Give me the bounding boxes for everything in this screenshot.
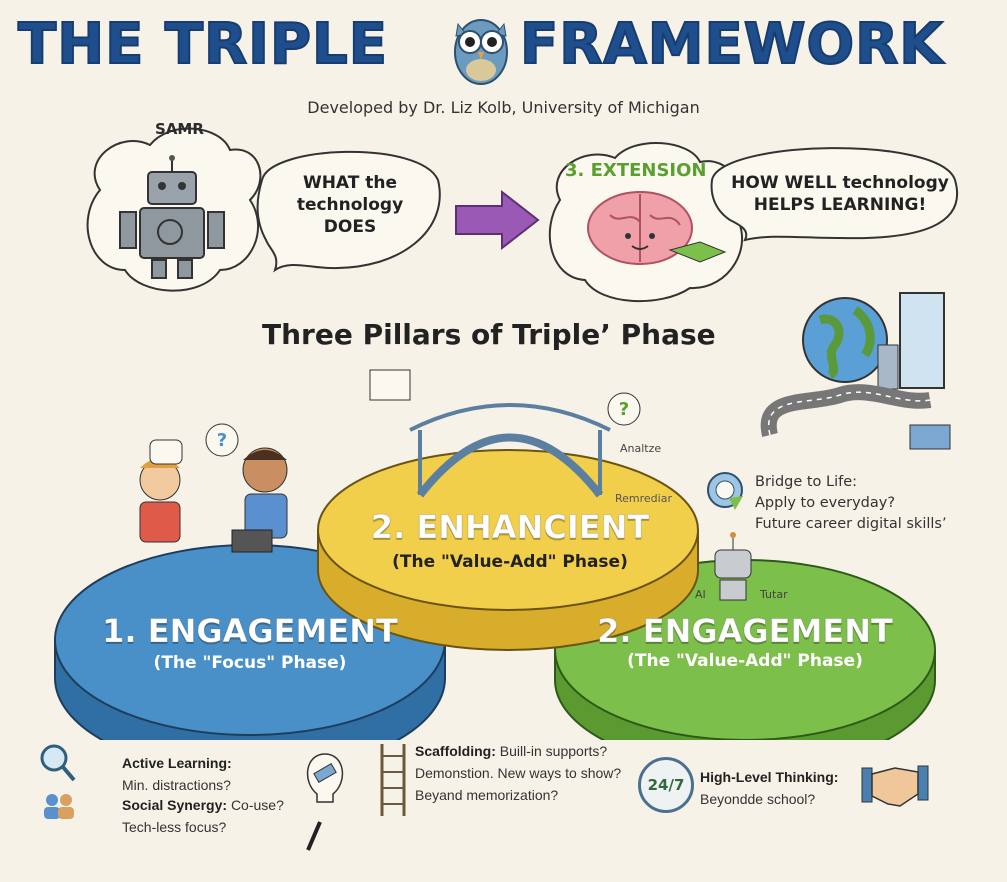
note-text: Beyand memorization? <box>415 787 559 803</box>
subtitle: Developed by Dr. Liz Kolb, University of… <box>307 98 700 117</box>
title-left: THE TRIPLE <box>17 11 388 78</box>
open-book-icon <box>369 369 411 401</box>
pillar-2-subtitle: (The "Value-Add" Phase) <box>392 552 628 572</box>
pillar-3-subtitle: (The "Value-Add" Phase) <box>627 651 863 671</box>
owl-icon <box>454 19 508 85</box>
extension-bubble-text: HOW WELL technology HELPS LEARNING! <box>725 172 955 216</box>
bubble-line: WHAT the <box>302 173 398 193</box>
svg-text:?: ? <box>619 399 629 420</box>
note-text: Buill-in supports? <box>499 743 608 759</box>
globe-road-illustration <box>760 292 951 450</box>
bubble-line: HOW WELL technology <box>731 173 949 193</box>
magnifier-icon <box>40 744 76 782</box>
enhancement-disk <box>317 449 699 611</box>
question-icon <box>205 423 239 457</box>
analyze-label: Analtze <box>620 442 662 455</box>
high-level-thinking-note: High-Level Thinking: Beyondde school? <box>700 766 838 810</box>
samr-illustration <box>86 127 441 292</box>
arrow-right-icon <box>455 189 540 251</box>
pillar-3-title: 2. ENGAGEMENT <box>597 612 894 651</box>
handshake-icon <box>861 765 929 807</box>
note-title: High-Level Thinking: <box>700 769 839 785</box>
extension-label-text: 3. EXTENSION <box>565 160 707 181</box>
ai-label: AI <box>695 588 706 601</box>
active-learning-note: Active Learning: Min. distractions? <box>122 752 232 796</box>
note-text: Tech-less focus? <box>122 819 227 835</box>
note-title: Social Synergy: <box>122 797 228 813</box>
people-icon <box>44 794 74 819</box>
samr-label: SAMR <box>155 120 204 138</box>
ladder-icon <box>380 744 406 816</box>
ai-robot-icon <box>714 549 752 579</box>
bubble-line: technology <box>296 195 404 215</box>
bridge-to-life-title: Bridge to Life: <box>755 474 858 490</box>
remediate-label: Remrediar <box>615 492 672 505</box>
lightbulb-wand-icon <box>306 753 344 851</box>
gauge-icon <box>707 472 743 510</box>
bridge-to-life-line: Apply to everyday? <box>755 495 896 511</box>
pillars-disks: ? ? <box>54 369 936 740</box>
note-text: Demonstion. New ways to show? <box>415 765 622 781</box>
note-text: Co-use? <box>230 797 284 813</box>
samr-bubble-text: WHAT the technology DOES <box>275 172 425 238</box>
book-icon <box>668 241 727 263</box>
note-text: Min. distractions? <box>122 777 231 793</box>
chat-icon <box>149 439 183 465</box>
note-text: Beyondde school? <box>700 791 816 807</box>
note-title: Active Learning: <box>122 755 232 771</box>
bubble-line: HELPS LEARNING! <box>753 195 927 215</box>
title-right: FRAMEWORK <box>519 11 944 78</box>
note-title: Scaffolding: <box>415 743 496 759</box>
bridge-to-life: Bridge to Life: Apply to everyday? Futur… <box>755 472 947 535</box>
pillar-1-title: 1. ENGAGEMENT <box>102 612 399 651</box>
pillar-2-title: 2. ENHANCIENT <box>370 508 650 547</box>
pillars-heading: Three Pillars of Triple’ Phase <box>262 318 716 351</box>
social-synergy-note: Social Synergy: Co-use? Tech-less focus? <box>122 794 284 838</box>
robot-head <box>147 171 197 205</box>
pillar-1-subtitle: (The "Focus" Phase) <box>153 653 347 673</box>
tutor-label: Tutar <box>760 588 788 601</box>
extension-speech-bubble <box>710 147 958 242</box>
bridge-to-life-line: Future career digital skills’ <box>755 516 947 532</box>
extension-label: 3. EXTENSION <box>565 160 706 181</box>
extension-illustration <box>548 141 958 303</box>
scaffolding-note: Scaffolding: Buill-in supports? Demonsti… <box>415 740 621 806</box>
bubble-line: DOES <box>323 217 377 237</box>
laptop-icon <box>231 529 273 553</box>
clock-24-7-icon: 24/7 <box>638 757 694 813</box>
samr-speech-bubble <box>256 150 441 273</box>
bridge-icon <box>409 403 611 498</box>
svg-text:?: ? <box>217 430 227 451</box>
